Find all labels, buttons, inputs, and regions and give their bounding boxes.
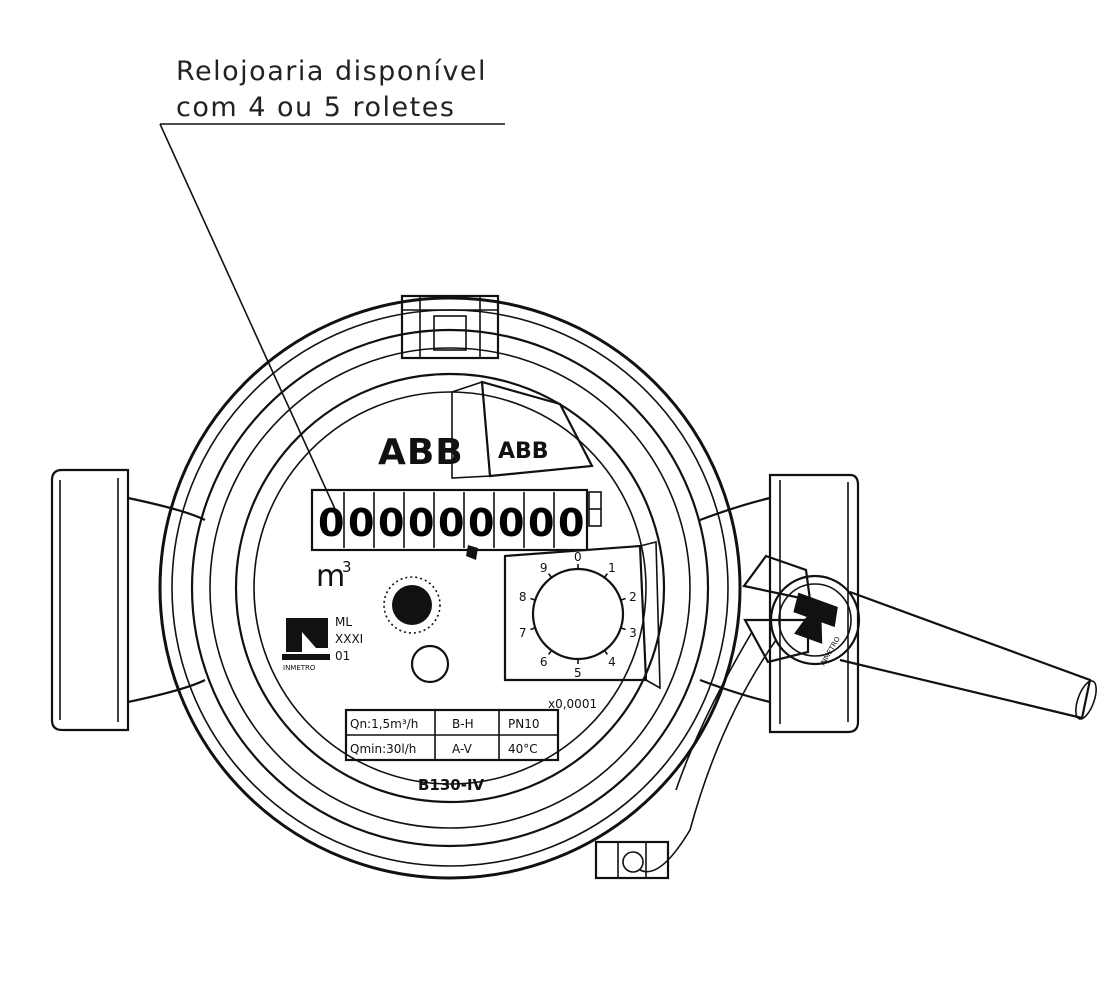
dial-number: 4 [608,655,616,669]
roller-digit: 0 [528,501,554,545]
unit-base: m [316,559,345,594]
test-knob [383,576,450,684]
callout-label: Relojoaria disponível com 4 ou 5 roletes [159,56,505,521]
unit-label: m 3 [316,558,352,594]
roller-digit: 0 [468,501,494,545]
dial-tick [603,573,609,579]
dial-number: 2 [629,590,637,604]
spec-temperature: 40°C [508,742,538,756]
dial-tick [620,627,626,631]
callout-line-2: com 4 ou 5 roletes [176,92,455,123]
callout-line-1: Relojoaria disponível [176,56,487,87]
dial-multiplier: x0,0001 [548,697,597,711]
dial-number: 0 [574,550,582,564]
inmetro-badge: INMETRO ML XXXI 01 [282,615,363,672]
bottom-bracket [594,840,670,880]
spec-class-v: A-V [452,742,473,756]
lid-logo: ABB [498,439,549,464]
badge-code-1: ML [335,615,352,629]
dial-tick [530,597,536,601]
badge-code-3: 01 [335,649,350,663]
left-connector [50,468,206,732]
sub-dial: 0 1 2 3 4 5 6 7 8 9 x0,0001 [466,540,661,711]
pointer-wedge [466,545,478,560]
lid-tab: ABB [451,380,594,479]
right-connector [699,473,860,734]
inmetro-logo-icon [286,618,328,652]
brand-logo: ABB [378,432,464,473]
dial-number: 7 [519,626,527,640]
dial-tick [547,573,553,579]
dial-number: 3 [629,626,637,640]
spec-class-h: B-H [452,717,474,731]
dial-tick [547,649,553,655]
roller-digit: 0 [498,501,524,545]
spec-flow-nominal: Qn:1,5m³/h [350,717,418,731]
dial-number: 8 [519,590,527,604]
roller-digit: 0 [558,501,584,545]
callout-leader-line [159,123,341,521]
model-label: B130-IV [418,776,485,794]
spec-flow-min: Qmin:30l/h [350,742,416,756]
roller-digit: 0 [348,501,374,545]
spec-pressure: PN10 [508,717,539,731]
dial-number: 9 [540,561,548,575]
dial-tick [530,627,536,631]
tamper-seal: INMETRO [639,554,1097,873]
unit-exponent: 3 [342,558,352,576]
dial-tick [603,649,609,655]
dial-tick [620,597,626,601]
dial-number: 6 [540,655,548,669]
dial-number: 5 [574,666,582,680]
roller-digit: 0 [318,501,344,545]
roller-digit: 0 [408,501,434,545]
roller-digit: 0 [378,501,404,545]
seal-logo-icon [793,592,838,644]
dial-number: 1 [608,561,616,575]
lid-hinge [400,294,500,360]
badge-code-2: XXXI [335,632,363,646]
inmetro-logo-label: INMETRO [283,664,316,672]
seal-label: INMETRO [819,635,842,667]
spec-table: Qn:1,5m³/h B-H PN10 Qmin:30l/h A-V 40°C [344,708,560,762]
meter-body [158,296,742,880]
roller-digit: 0 [438,501,464,545]
